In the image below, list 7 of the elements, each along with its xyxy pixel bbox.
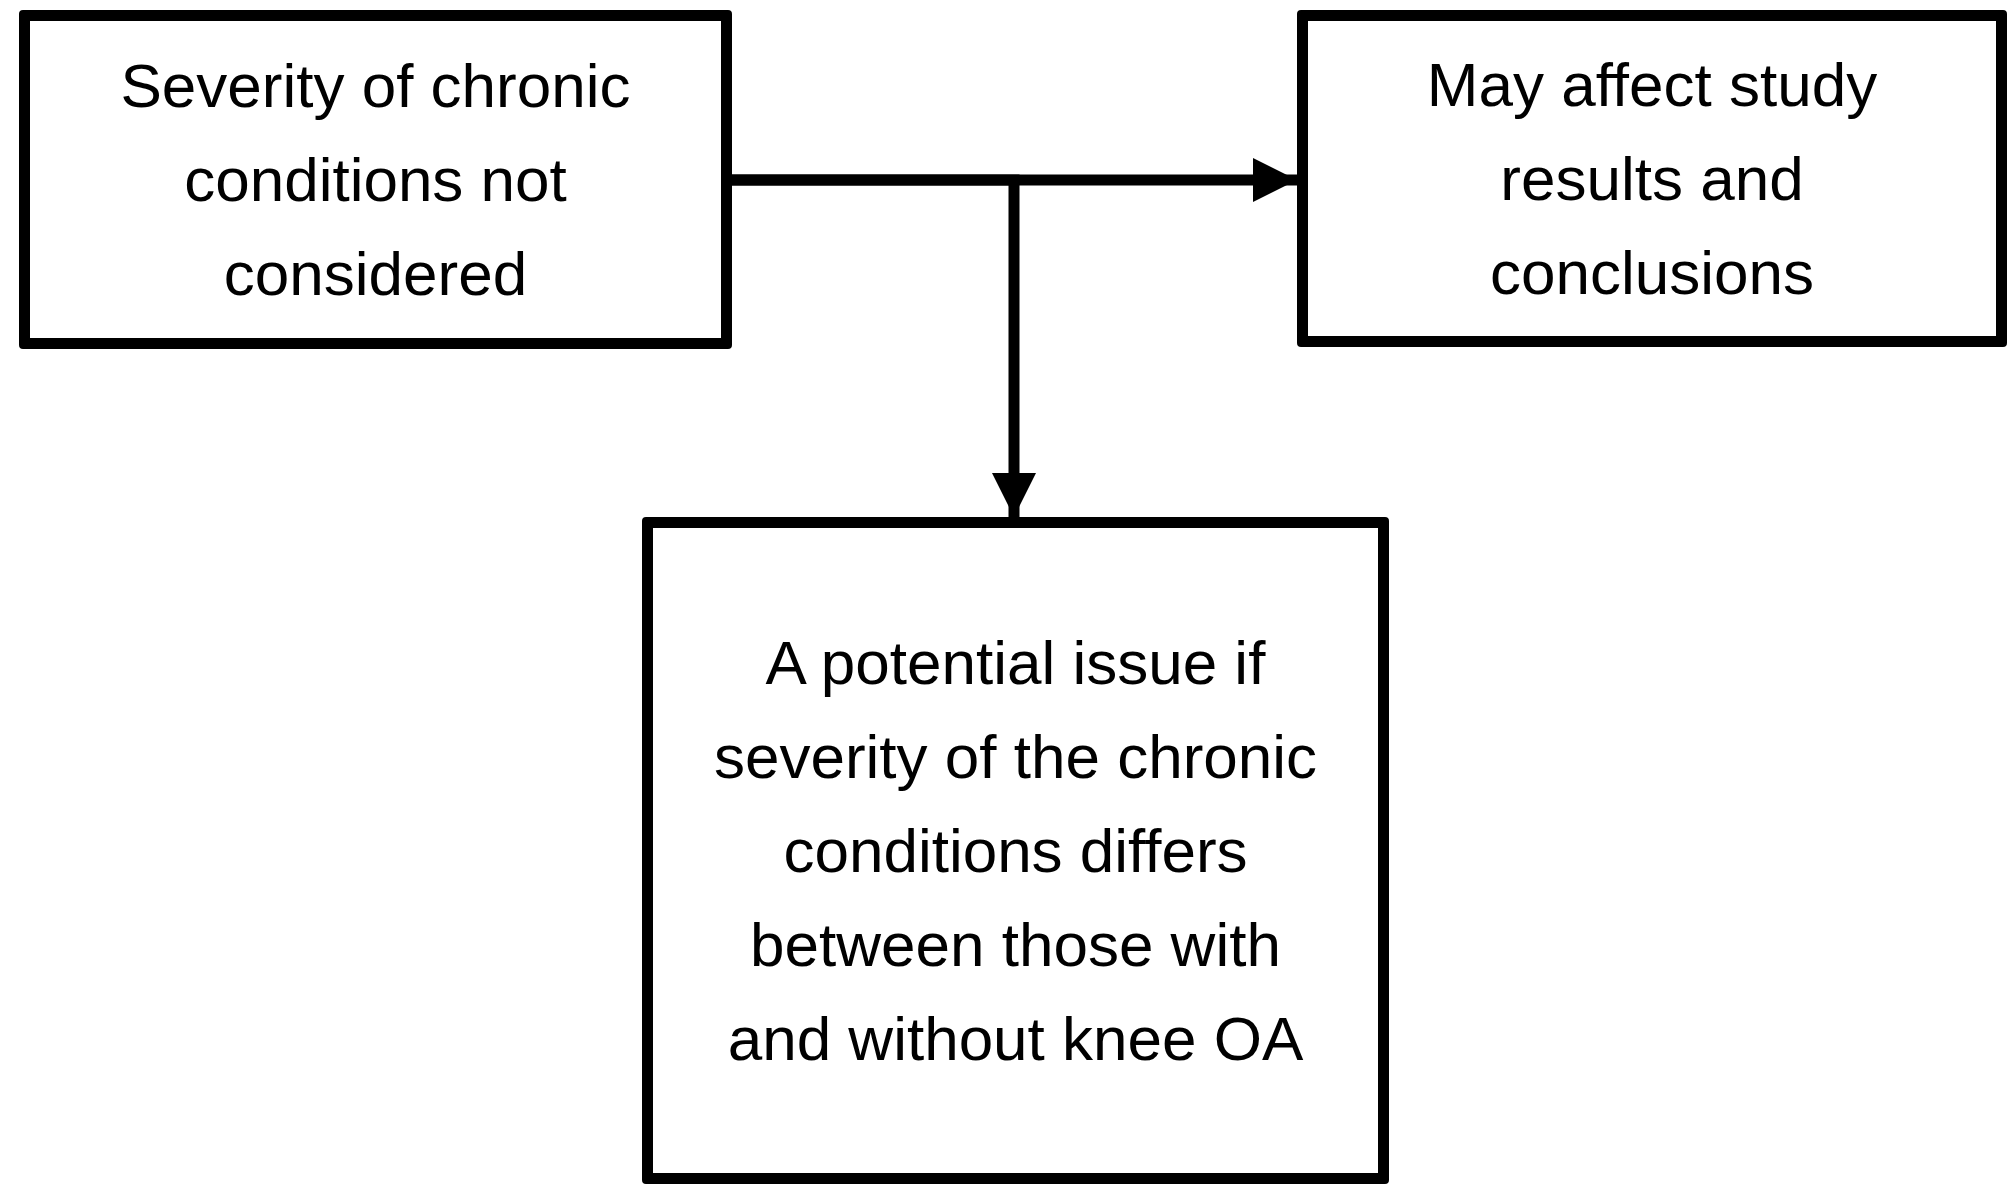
process-box	[642, 517, 1389, 1184]
process-box	[19, 10, 732, 349]
box-text: A potential issue if severity of the chronic conditions differs between those with and without knee OA	[712, 626, 1318, 1075]
process-box	[1297, 10, 2007, 347]
box-text: Severity of chronic conditions not considered	[119, 49, 632, 310]
box-text: May affect study results and conclusions	[1425, 48, 1879, 309]
arrow	[732, 174, 1036, 517]
